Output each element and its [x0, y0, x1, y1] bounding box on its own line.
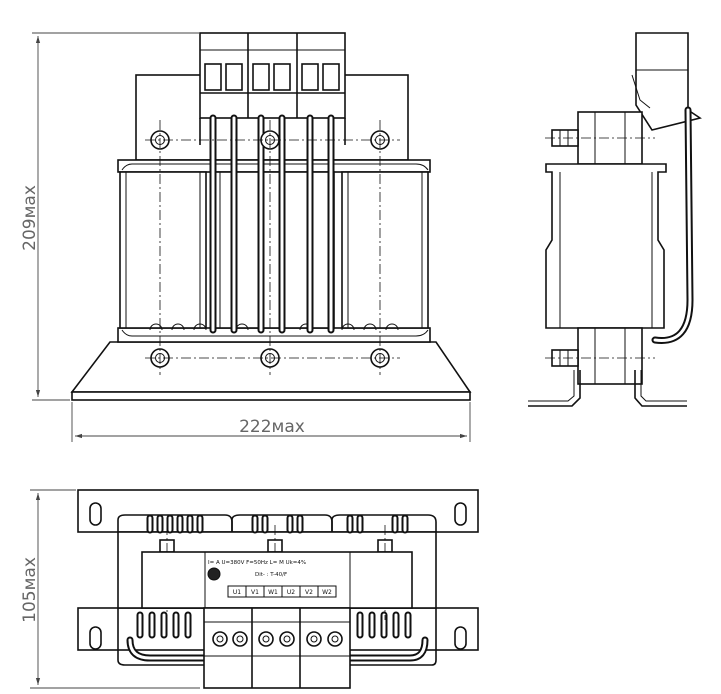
base-plate-edge — [71, 391, 471, 401]
terminal-label-v1: V1 — [251, 589, 259, 596]
mounting-slots — [89, 502, 467, 650]
coil-right — [341, 171, 429, 329]
side-foot-left — [528, 370, 581, 407]
terminal-label-w2: W2 — [322, 589, 332, 596]
lower-clamp — [117, 327, 431, 343]
terminal-label-u1: U1 — [233, 589, 241, 596]
top-view: I= A U=380V F=50Hz L= M Uk=4% Dit- : T-4… — [77, 489, 479, 689]
width-label: 222мах — [239, 417, 305, 437]
depth-label: 105мах — [20, 557, 40, 623]
nameplate-line1: I= A U=380V F=50Hz L= M Uk=4% — [208, 560, 306, 566]
terminal-label-v2: V2 — [305, 589, 313, 596]
side-view — [528, 32, 702, 407]
depth-dimension: 105мах — [20, 489, 200, 689]
side-coil — [545, 163, 667, 329]
side-terminal-block — [635, 32, 702, 131]
nameplate-line2: Dit- : T-40/F — [255, 572, 287, 578]
height-dimension: 209мах — [20, 32, 200, 401]
nameplate: I= A U=380V F=50Hz L= M Uk=4% Dit- : T-4… — [141, 551, 413, 609]
top-mount-plate-upper — [77, 489, 479, 533]
terminal-block-front — [199, 32, 346, 145]
width-dimension: 222мах — [71, 402, 471, 442]
terminal-label-row: U1 V1 W1 U2 V2 W2 — [227, 585, 337, 598]
side-foot-right — [634, 370, 687, 407]
upper-yoke — [117, 159, 431, 173]
coil-left — [119, 171, 207, 329]
terminal-label-u2: U2 — [287, 589, 295, 596]
wires-front — [209, 114, 335, 334]
front-view — [70, 32, 472, 401]
lower-clamp-teeth — [149, 323, 399, 331]
height-label: 209мах — [20, 185, 40, 251]
top-wire-teeth-upper — [146, 514, 409, 534]
nameplate-dot-icon — [207, 567, 221, 581]
terminal-label-w1: W1 — [268, 589, 278, 596]
terminal-strip-top — [203, 607, 351, 689]
